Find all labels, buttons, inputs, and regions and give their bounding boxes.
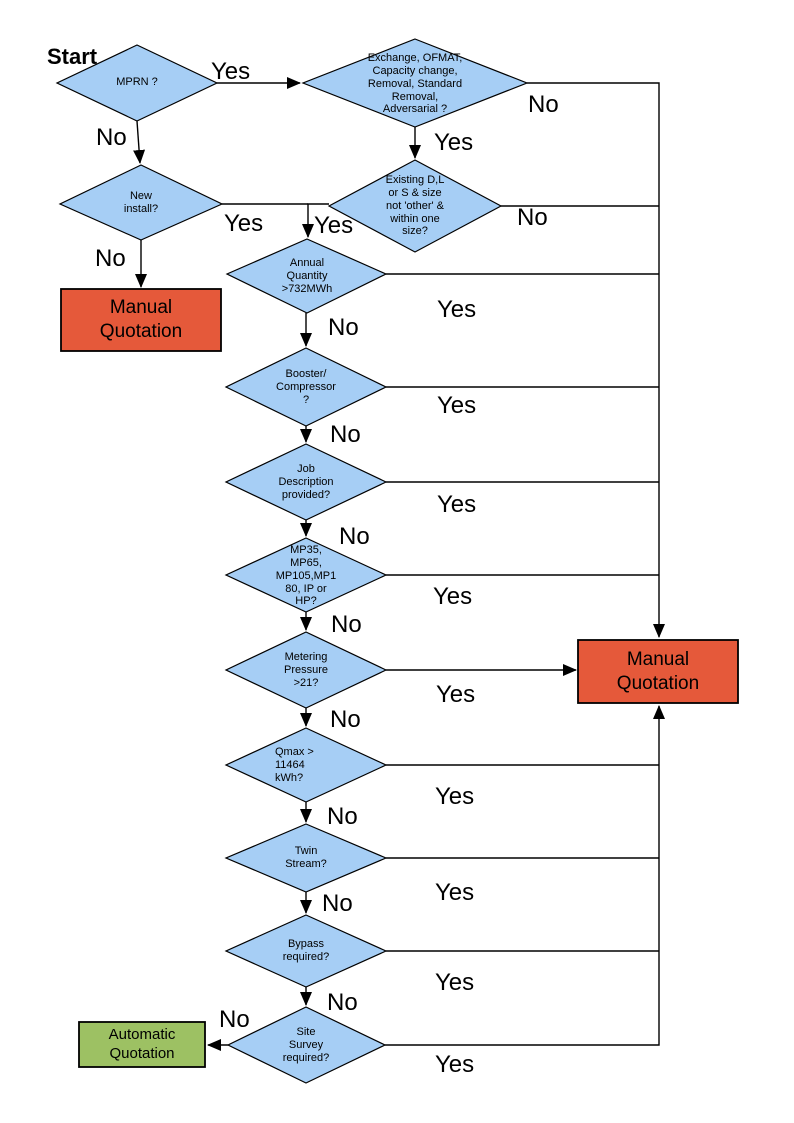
- decision-booster: [224, 347, 388, 427]
- edge-label-metering-no: No: [330, 706, 361, 733]
- edge-label-booster-yes: Yes: [437, 392, 477, 419]
- decision-twin-stream-label: Twin Stream?: [285, 845, 327, 870]
- decision-new-install-label: New install?: [123, 190, 159, 215]
- edge-site-yes-collector: [385, 705, 665, 1046]
- decision-meter-type-label: MP35, MP65, MP105,MP1 80, IP or HP?: [275, 544, 337, 608]
- edge-label-exchange-yes: Yes: [434, 129, 474, 156]
- decision-bypass-label: Bypass required?: [282, 938, 330, 963]
- edge-label-job-no: No: [339, 523, 370, 550]
- decision-shapes: [55, 38, 529, 1084]
- decision-metering-pressure: [224, 631, 388, 709]
- edge-label-new-install-yes: Yes: [224, 210, 264, 237]
- edge-label-new-install-no: No: [95, 245, 126, 272]
- edge-label-annual-no: No: [328, 314, 359, 341]
- terminal-manual-quotation-right: [577, 639, 739, 704]
- edge-label-annual-yes: Yes: [437, 296, 477, 323]
- edge-label-mprn-yes: Yes: [211, 58, 251, 85]
- decision-job-description: [224, 443, 388, 521]
- terminal-shapes: [60, 288, 739, 1068]
- edge-label-bypass-yes: Yes: [435, 969, 475, 996]
- decision-qmax-label: Qmax > 11464 kWh?: [275, 746, 314, 784]
- decision-existing-label: Existing D,L or S & size not 'other' & w…: [385, 174, 445, 238]
- edge-label-mprn-no: No: [96, 124, 127, 151]
- decision-mprn-label: MPRN ?: [116, 76, 158, 88]
- decision-annual-quantity: [225, 238, 388, 314]
- decision-twin-stream: [224, 823, 388, 893]
- terminal-manual-quotation-left-label: Manual Quotation: [99, 297, 183, 342]
- edge-label-existing-yes: Yes: [314, 212, 354, 239]
- edge-label-site-no: No: [219, 1006, 250, 1033]
- edge-label-meter-type-yes: Yes: [433, 583, 473, 610]
- decision-annual-quantity-label: Annual Quantity >732MWh: [281, 257, 333, 295]
- edge-label-bypass-no: No: [327, 989, 358, 1016]
- edge-label-exchange-no: No: [528, 91, 559, 118]
- decision-qmax: [224, 727, 388, 803]
- edge-exchange-no-collector: [527, 82, 665, 638]
- edge-label-site-yes: Yes: [435, 1051, 475, 1078]
- decision-site-survey: [226, 1006, 387, 1084]
- edge-label-job-yes: Yes: [437, 491, 477, 518]
- edge-label-metering-yes: Yes: [436, 681, 476, 708]
- edge-label-twin-no: No: [322, 890, 353, 917]
- edge-label-meter-type-no: No: [331, 611, 362, 638]
- decision-metering-pressure-label: Metering Pressure >21?: [283, 651, 329, 689]
- connectors: [133, 77, 665, 1051]
- decision-existing: [327, 159, 503, 253]
- decision-job-description-label: Job Description provided?: [278, 463, 334, 501]
- decision-exchange: [301, 38, 529, 128]
- edge-label-existing-no: No: [517, 204, 548, 231]
- decision-booster-label: Booster/ Compressor ?: [276, 368, 336, 406]
- terminal-manual-quotation-left: [60, 288, 222, 352]
- terminal-automatic-quotation-label: Automatic Quotation: [108, 1025, 176, 1062]
- edge-label-twin-yes: Yes: [435, 879, 475, 906]
- terminal-manual-quotation-right-label: Manual Quotation: [616, 648, 700, 694]
- decision-bypass: [224, 914, 388, 988]
- decision-site-survey-label: Site Survey required?: [282, 1026, 330, 1064]
- decision-mprn: [55, 44, 219, 122]
- edge-label-booster-no: No: [330, 421, 361, 448]
- decision-exchange-label: Exchange, OFMAT, Capacity change, Remova…: [367, 52, 463, 116]
- edge-label-qmax-yes: Yes: [435, 783, 475, 810]
- decision-new-install: [58, 164, 224, 241]
- terminal-automatic-quotation: [78, 1021, 206, 1068]
- start-label: Start: [47, 44, 98, 69]
- decision-meter-type: [224, 537, 388, 613]
- edge-label-qmax-no: No: [327, 803, 358, 830]
- edge-mprn-no-line: [133, 120, 146, 164]
